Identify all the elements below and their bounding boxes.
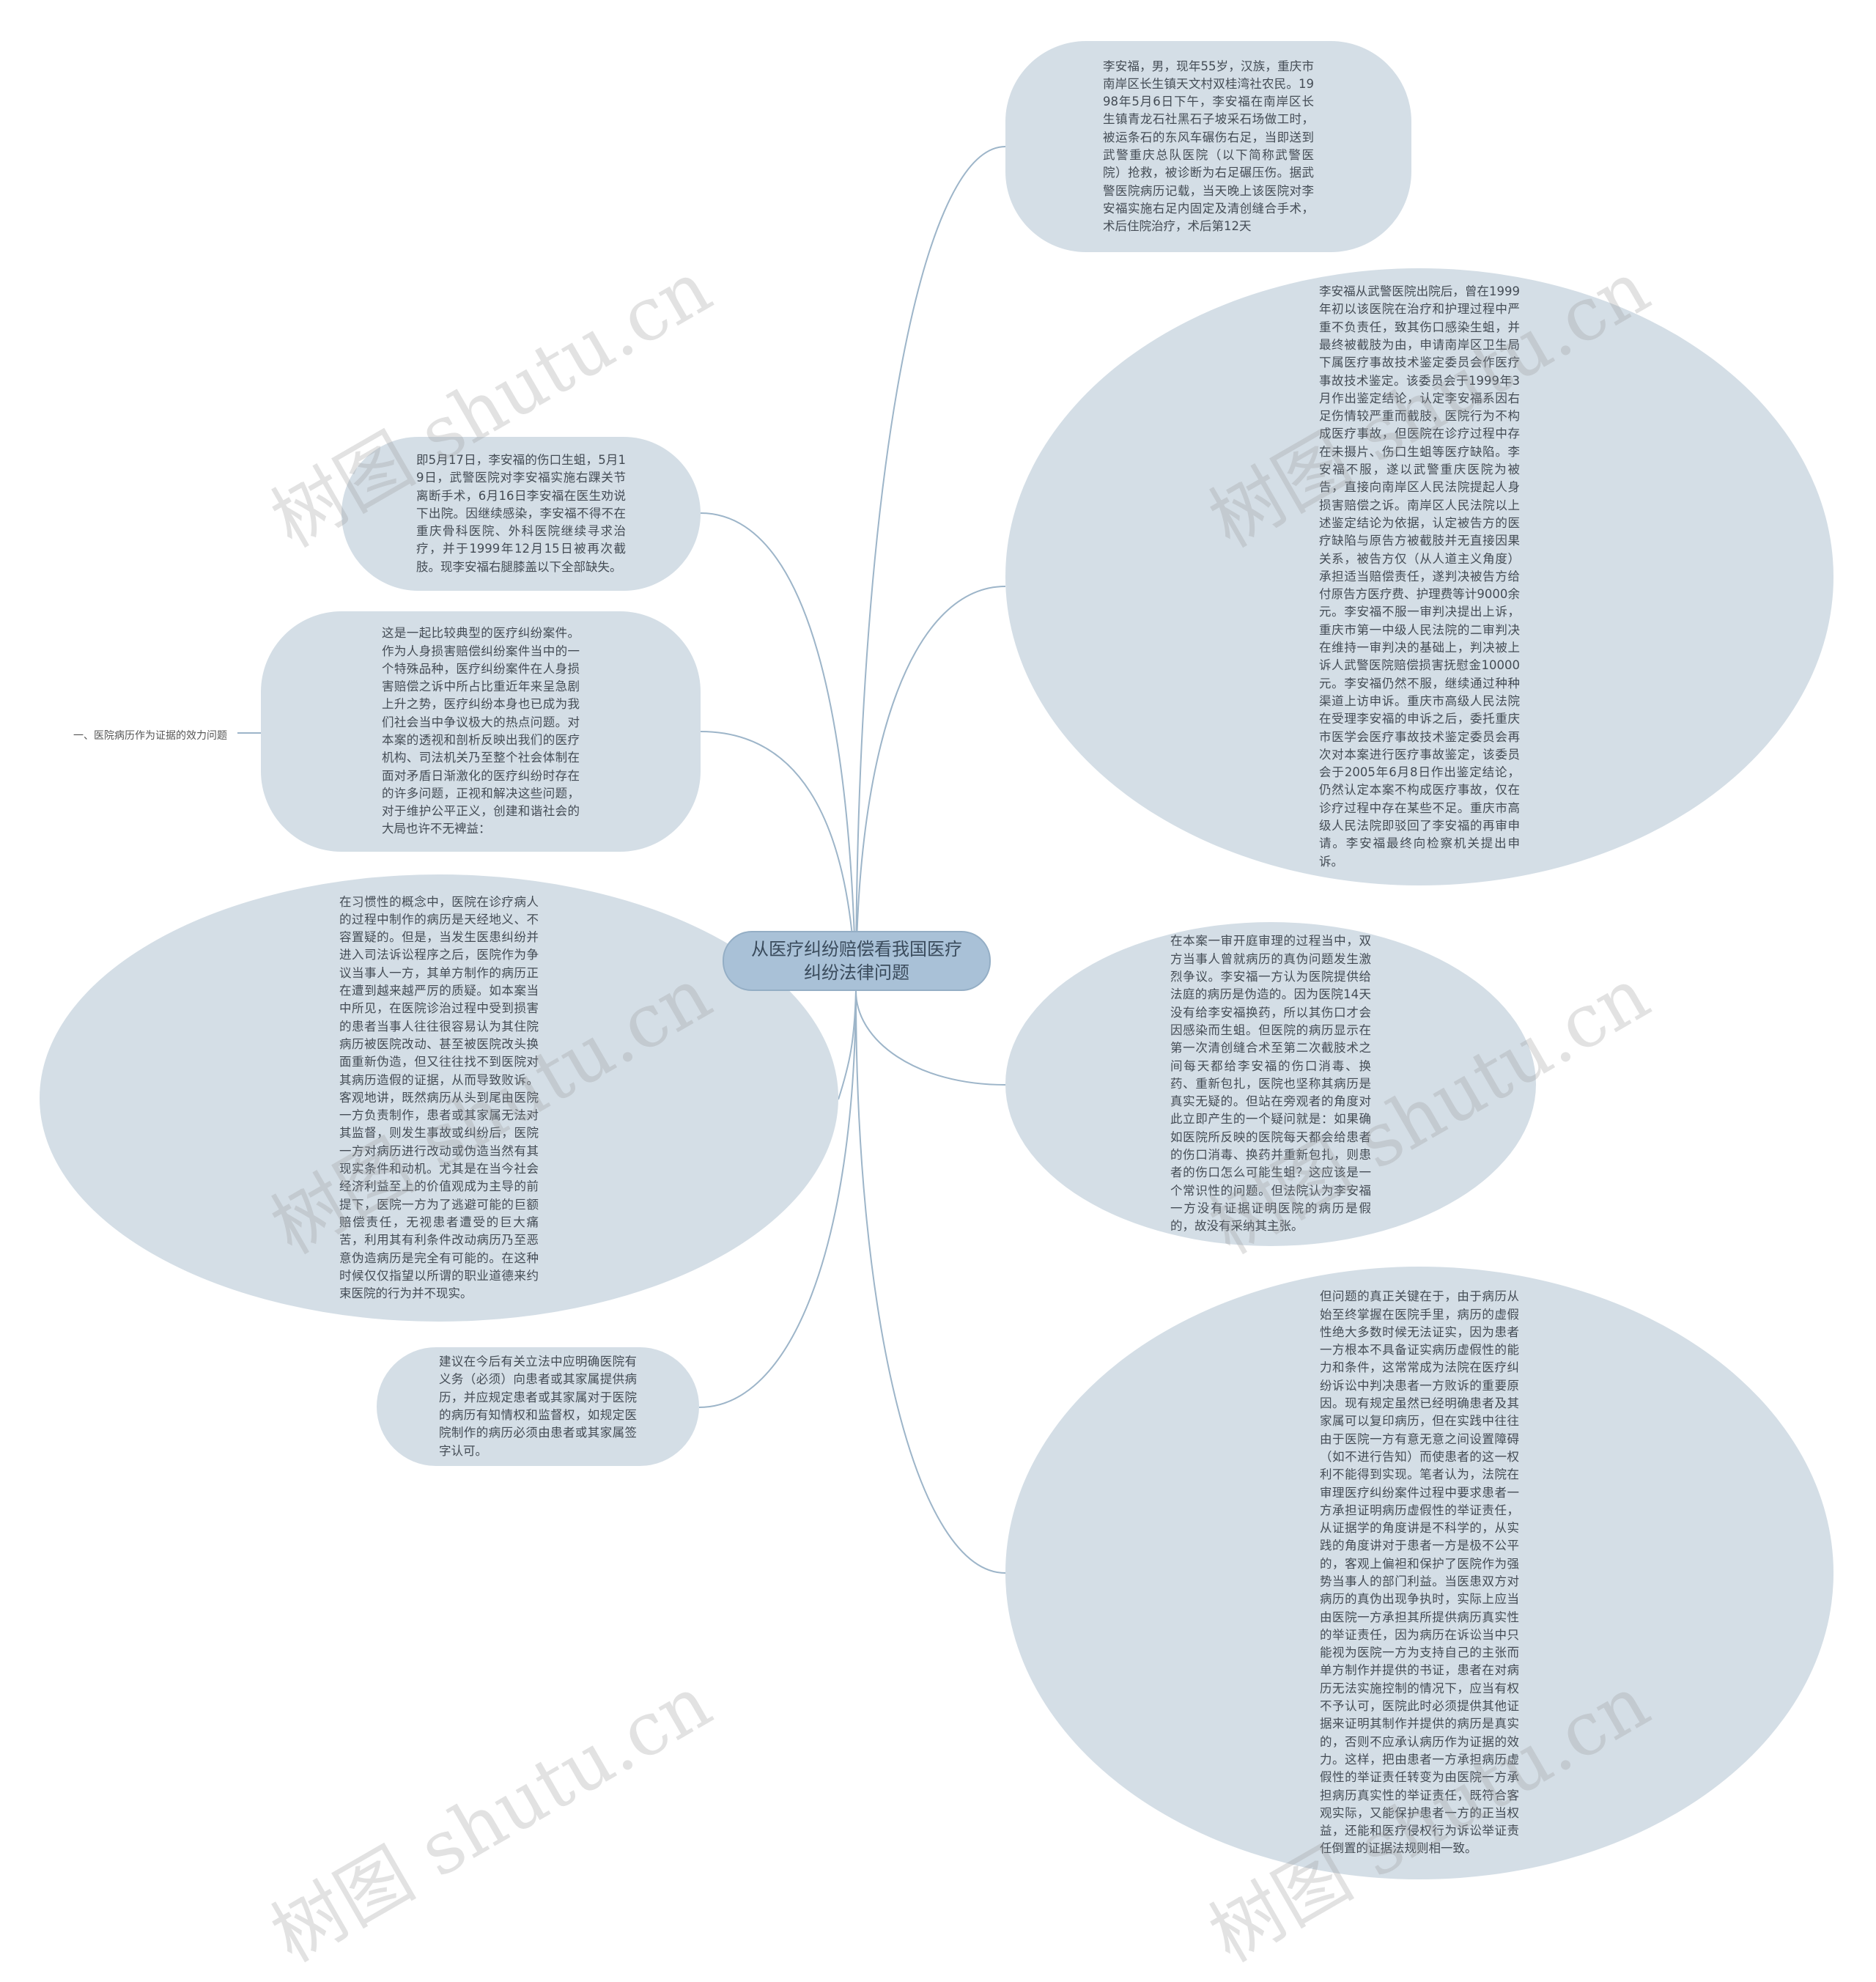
connector-case-history xyxy=(855,586,1006,992)
connector-legislative xyxy=(698,990,857,1408)
node-case-intro-text: 李安福，男，现年55岁，汉族，重庆市南岸区长生镇天文村双桂湾社农民。1998年5… xyxy=(1103,59,1314,234)
root-topic: 从医疗纠纷赔偿看我国医疗纠纷法律问题 xyxy=(723,931,991,991)
node-record-dispute-text: 在本案一审开庭审理的过程当中，双方当事人曾就病历的真伪问题发生激烈争议。李安福一… xyxy=(1170,934,1371,1234)
node-record-dispute: 在本案一审开庭审理的过程当中，双方当事人曾就病历的真伪问题发生激烈争议。李安福一… xyxy=(1005,922,1536,1246)
node-legislative-suggestion: 建议在今后有关立法中应明确医院有义务（必须）向患者或其家属提供病历，并应规定患者… xyxy=(377,1347,699,1466)
node-case-intro: 李安福，男，现年55岁，汉族，重庆市南岸区长生镇天文村双桂湾社农民。1998年5… xyxy=(1005,41,1411,252)
node-typical-case-text: 这是一起比较典型的医疗纠纷案件。作为人身损害赔偿纠纷案件当中的一个特殊品种，医疗… xyxy=(382,626,580,836)
node-case-history-text: 李安福从武警医院出院后，曾在1999年初以该医院在治疗和护理过程中严重不负责任，… xyxy=(1319,284,1520,869)
node-wound-maggots: 即5月17日，李安福的伤口生蛆，5月19日，武警医院对李安福实施右踝关节离断手术… xyxy=(341,437,701,591)
branch-label-medical-record-evidence: 一、医院病历作为证据的效力问题 xyxy=(73,730,227,742)
node-record-doubt-text: 在习惯性的概念中，医院在诊疗病人的过程中制作的病历是天经地义、不容置疑的。但是，… xyxy=(339,894,539,1301)
node-burden-of-proof-text: 但问题的真正关键在于，由于病历从始至终掌握在医院手里，病历的虚假性绝大多数时候无… xyxy=(1320,1289,1519,1856)
connector-record-doubt xyxy=(838,990,857,1100)
root-topic-title: 从医疗纠纷赔偿看我国医疗纠纷法律问题 xyxy=(751,939,962,983)
node-case-history: 李安福从武警医院出院后，曾在1999年初以该医院在治疗和护理过程中严重不负责任，… xyxy=(1005,268,1833,885)
connector-case-intro xyxy=(855,146,1006,992)
connector-lines xyxy=(237,146,1006,1574)
connector-typical-case xyxy=(700,731,857,992)
connector-burden-of-proof xyxy=(855,990,1006,1574)
node-burden-of-proof: 但问题的真正关键在于，由于病历从始至终掌握在医院手里，病历的虚假性绝大多数时候无… xyxy=(1005,1267,1833,1879)
node-legislative-suggestion-text: 建议在今后有关立法中应明确医院有义务（必须）向患者或其家属提供病历，并应规定患者… xyxy=(439,1355,637,1458)
node-record-doubt: 在习惯性的概念中，医院在诊疗病人的过程中制作的病历是天经地义、不容置疑的。但是，… xyxy=(40,874,838,1322)
node-typical-case: 这是一起比较典型的医疗纠纷案件。作为人身损害赔偿纠纷案件当中的一个特殊品种，医疗… xyxy=(261,611,701,852)
connector-record-dispute xyxy=(855,990,1006,1086)
node-wound-maggots-text: 即5月17日，李安福的伤口生蛆，5月19日，武警医院对李安福实施右踝关节离断手术… xyxy=(416,452,626,574)
connector-wound-maggots xyxy=(700,512,857,992)
